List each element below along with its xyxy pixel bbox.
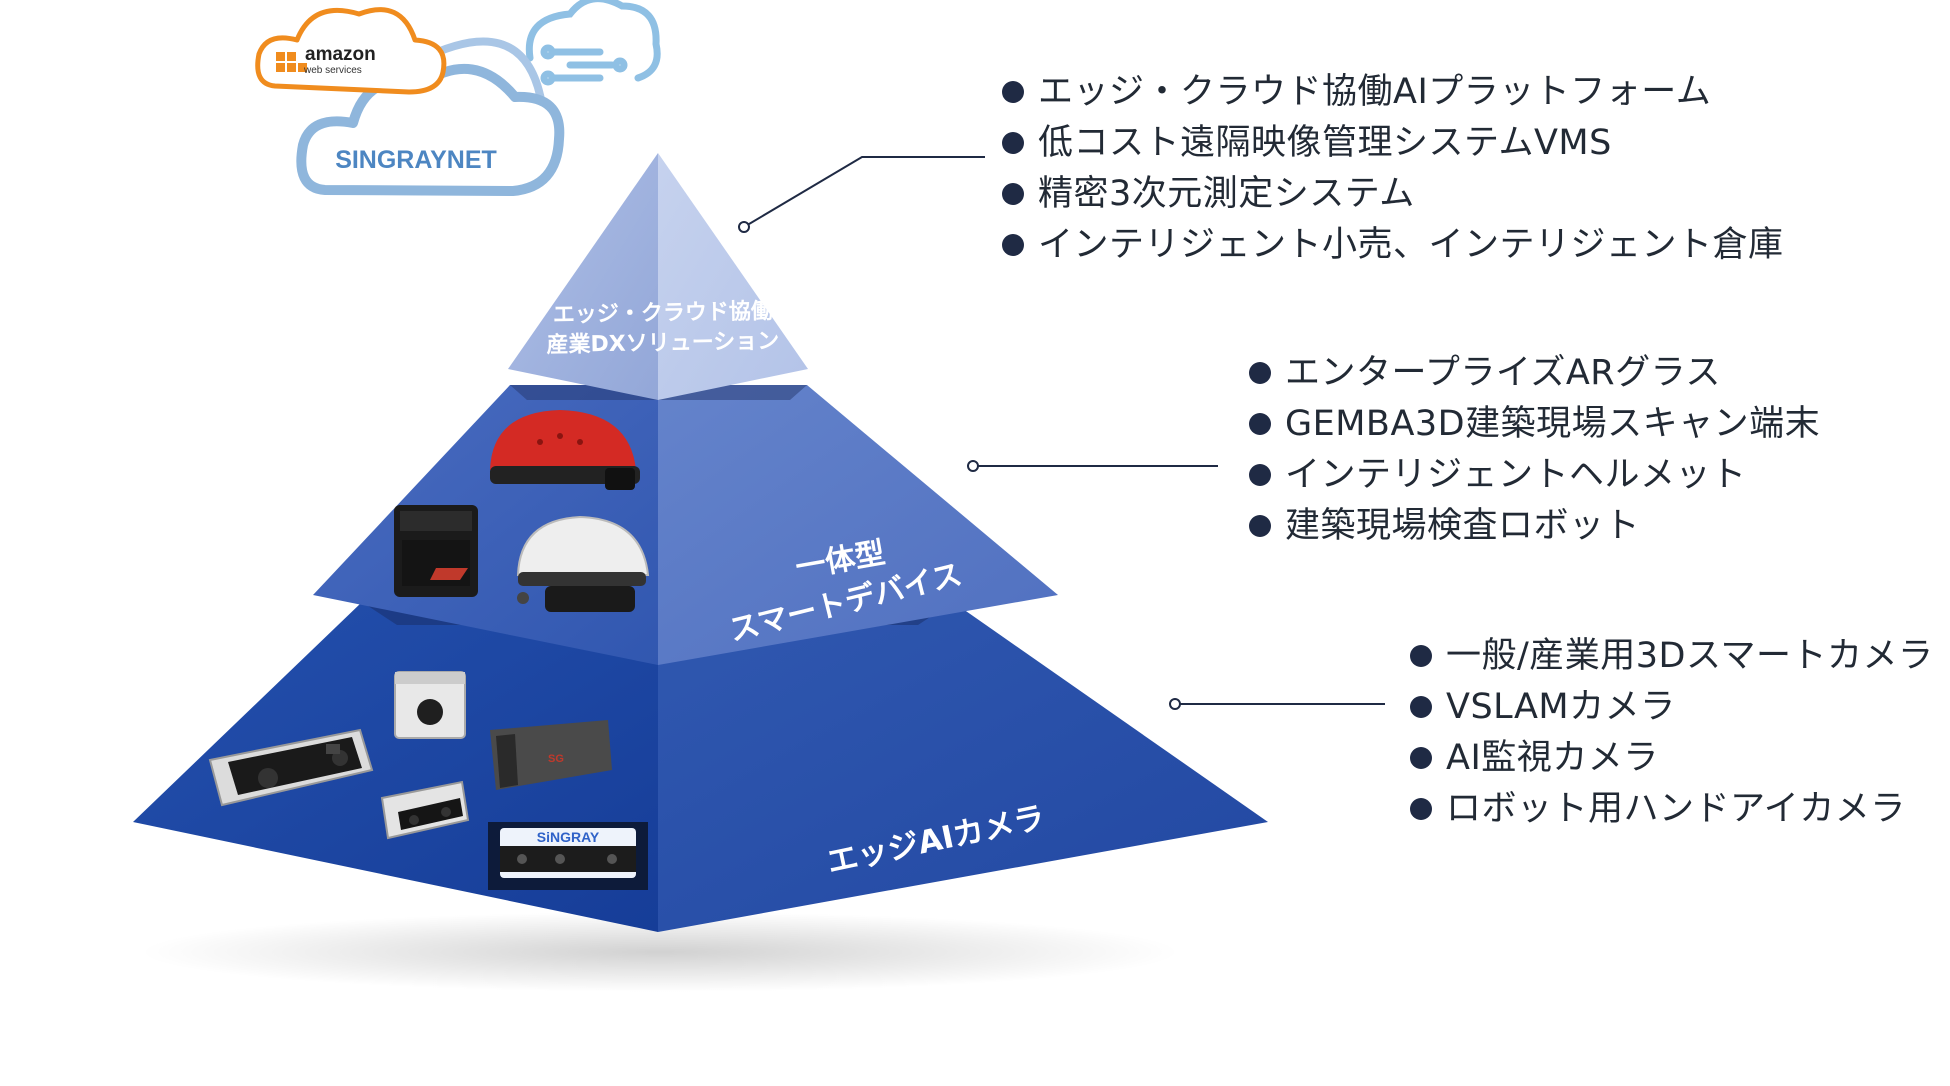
singraynet-label: SINGRAYNET <box>335 146 497 174</box>
list-item: エッジ・クラウド協働AIプラットフォーム <box>1000 67 1784 118</box>
cube-camera-icon <box>394 671 466 739</box>
list-item-label: インテリジェントヘルメット <box>1285 455 1747 495</box>
top-layer-label-line1: エッジ・クラウド協働 <box>553 298 773 328</box>
list-item-label: 精密3次元測定システム <box>1038 174 1415 214</box>
bullet-icon <box>1410 696 1432 718</box>
singray-camera-icon: SiNGRAY <box>488 822 648 890</box>
bullet-icon <box>1249 362 1271 384</box>
bullet-icon <box>1249 515 1271 537</box>
list-middle: エンタープライズARグラス GEMBA3D建築現場スキャン端末 インテリジェント… <box>1247 348 1820 552</box>
list-item-label: GEMBA3D建築現場スキャン端末 <box>1285 404 1821 444</box>
circuit-cloud-icon <box>525 0 661 86</box>
connector-middle <box>967 460 1218 472</box>
ar-helmet-icon <box>516 515 650 612</box>
bullet-icon <box>1249 413 1271 435</box>
list-item-label: インテリジェント小売、インテリジェント倉庫 <box>1038 225 1784 265</box>
list-item: ロボット用ハンドアイカメラ <box>1408 784 1933 835</box>
list-item-label: 低コスト遠隔映像管理システムVMS <box>1038 123 1612 163</box>
list-item-label: 建築現場検査ロボット <box>1285 506 1641 546</box>
bullet-icon <box>1410 645 1432 667</box>
bullet-icon <box>1002 234 1024 256</box>
list-top: エッジ・クラウド協働AIプラットフォーム 低コスト遠隔映像管理システムVMS 精… <box>1000 67 1784 271</box>
bullet-icon <box>1410 798 1432 820</box>
list-item: VSLAMカメラ <box>1408 682 1933 733</box>
list-item: GEMBA3D建築現場スキャン端末 <box>1247 399 1820 450</box>
pyramid-shadow <box>140 912 1180 992</box>
list-item: 精密3次元測定システム <box>1000 169 1784 220</box>
list-item: エンタープライズARグラス <box>1247 348 1820 399</box>
cloud-group: SINGRAYNET amazon web services <box>255 0 661 196</box>
list-item: インテリジェントヘルメット <box>1247 450 1820 501</box>
list-item-label: エッジ・クラウド協働AIプラットフォーム <box>1038 72 1712 112</box>
list-item: 建築現場検査ロボット <box>1247 501 1820 552</box>
list-item-label: 一般/産業用3Dスマートカメラ <box>1446 636 1934 676</box>
list-item-label: ロボット用ハンドアイカメラ <box>1446 789 1906 829</box>
list-item: インテリジェント小売、インテリジェント倉庫 <box>1000 220 1784 271</box>
connector-top <box>738 156 985 233</box>
list-item-label: VSLAMカメラ <box>1446 687 1676 727</box>
aws-logo-subtext: web services <box>303 65 362 76</box>
scanner-box-icon <box>394 505 478 597</box>
stereo-camera-small-icon <box>380 780 470 840</box>
bullet-icon <box>1002 132 1024 154</box>
aws-cloud: amazon web services <box>255 7 447 95</box>
aws-logo-text: amazon <box>305 44 376 65</box>
surveillance-camera-icon: SG <box>490 720 612 790</box>
bullet-icon <box>1002 183 1024 205</box>
bullet-icon <box>1410 747 1432 769</box>
list-item: 低コスト遠隔映像管理システムVMS <box>1000 118 1784 169</box>
list-item-label: エンタープライズARグラス <box>1285 353 1721 393</box>
list-item-label: AI監視カメラ <box>1446 738 1659 778</box>
connector-bottom <box>1169 698 1385 710</box>
stereo-camera-large-icon <box>208 728 374 807</box>
aws-boxes-icon <box>276 52 307 72</box>
surveillance-camera-logo: SG <box>548 753 564 765</box>
list-item: AI監視カメラ <box>1408 733 1933 784</box>
list-bottom: 一般/産業用3Dスマートカメラ VSLAMカメラ AI監視カメラ ロボット用ハン… <box>1408 631 1933 835</box>
bullet-icon <box>1002 81 1024 103</box>
singray-camera-logo: SiNGRAY <box>537 829 600 845</box>
top-layer-label-line2: 産業DXソリューション <box>546 328 779 358</box>
list-item: 一般/産業用3Dスマートカメラ <box>1408 631 1933 682</box>
bullet-icon <box>1249 464 1271 486</box>
pyramid-layer-top <box>508 153 808 400</box>
red-helmet-icon <box>490 410 640 490</box>
